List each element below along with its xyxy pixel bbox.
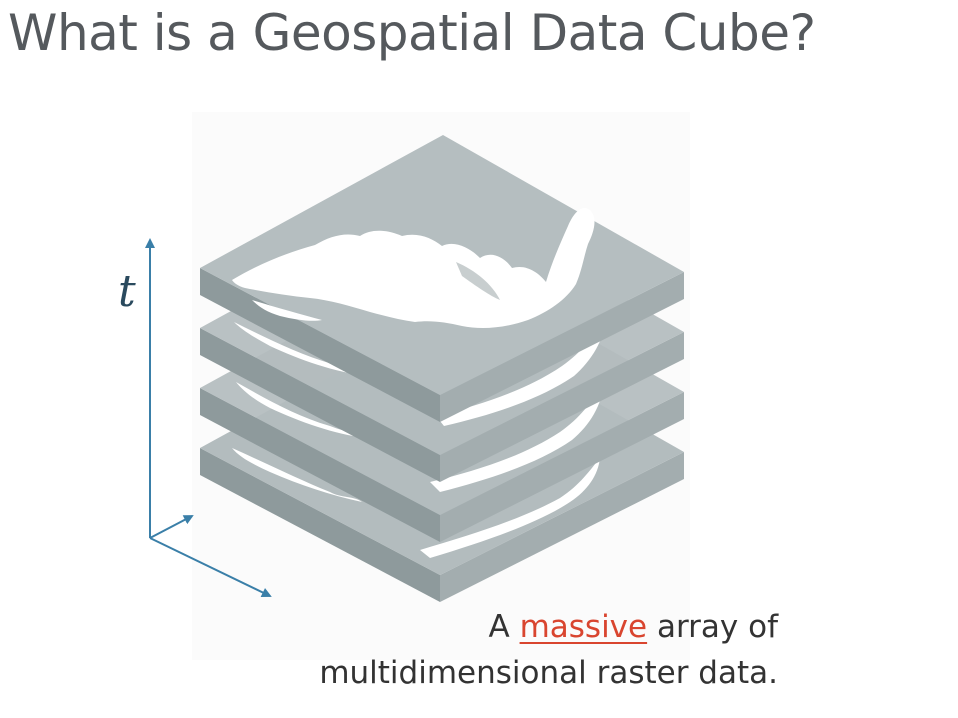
slide-title: What is a Geospatial Data Cube? [8, 4, 816, 62]
caption-before: A [488, 609, 510, 645]
caption-line-2: multidimensional raster data. [319, 655, 778, 691]
caption-line-1: A massive array of [319, 604, 779, 650]
caption-after: array of [656, 609, 778, 645]
x-axis [149, 537, 272, 598]
caption: A massive array of multidimensional rast… [319, 604, 778, 696]
land-shape [232, 207, 595, 328]
y-axis [149, 515, 194, 539]
axes [145, 238, 272, 598]
caption-highlight: massive [519, 609, 648, 645]
time-axis-label: t [118, 266, 136, 317]
raster-layer-1 [200, 135, 684, 422]
